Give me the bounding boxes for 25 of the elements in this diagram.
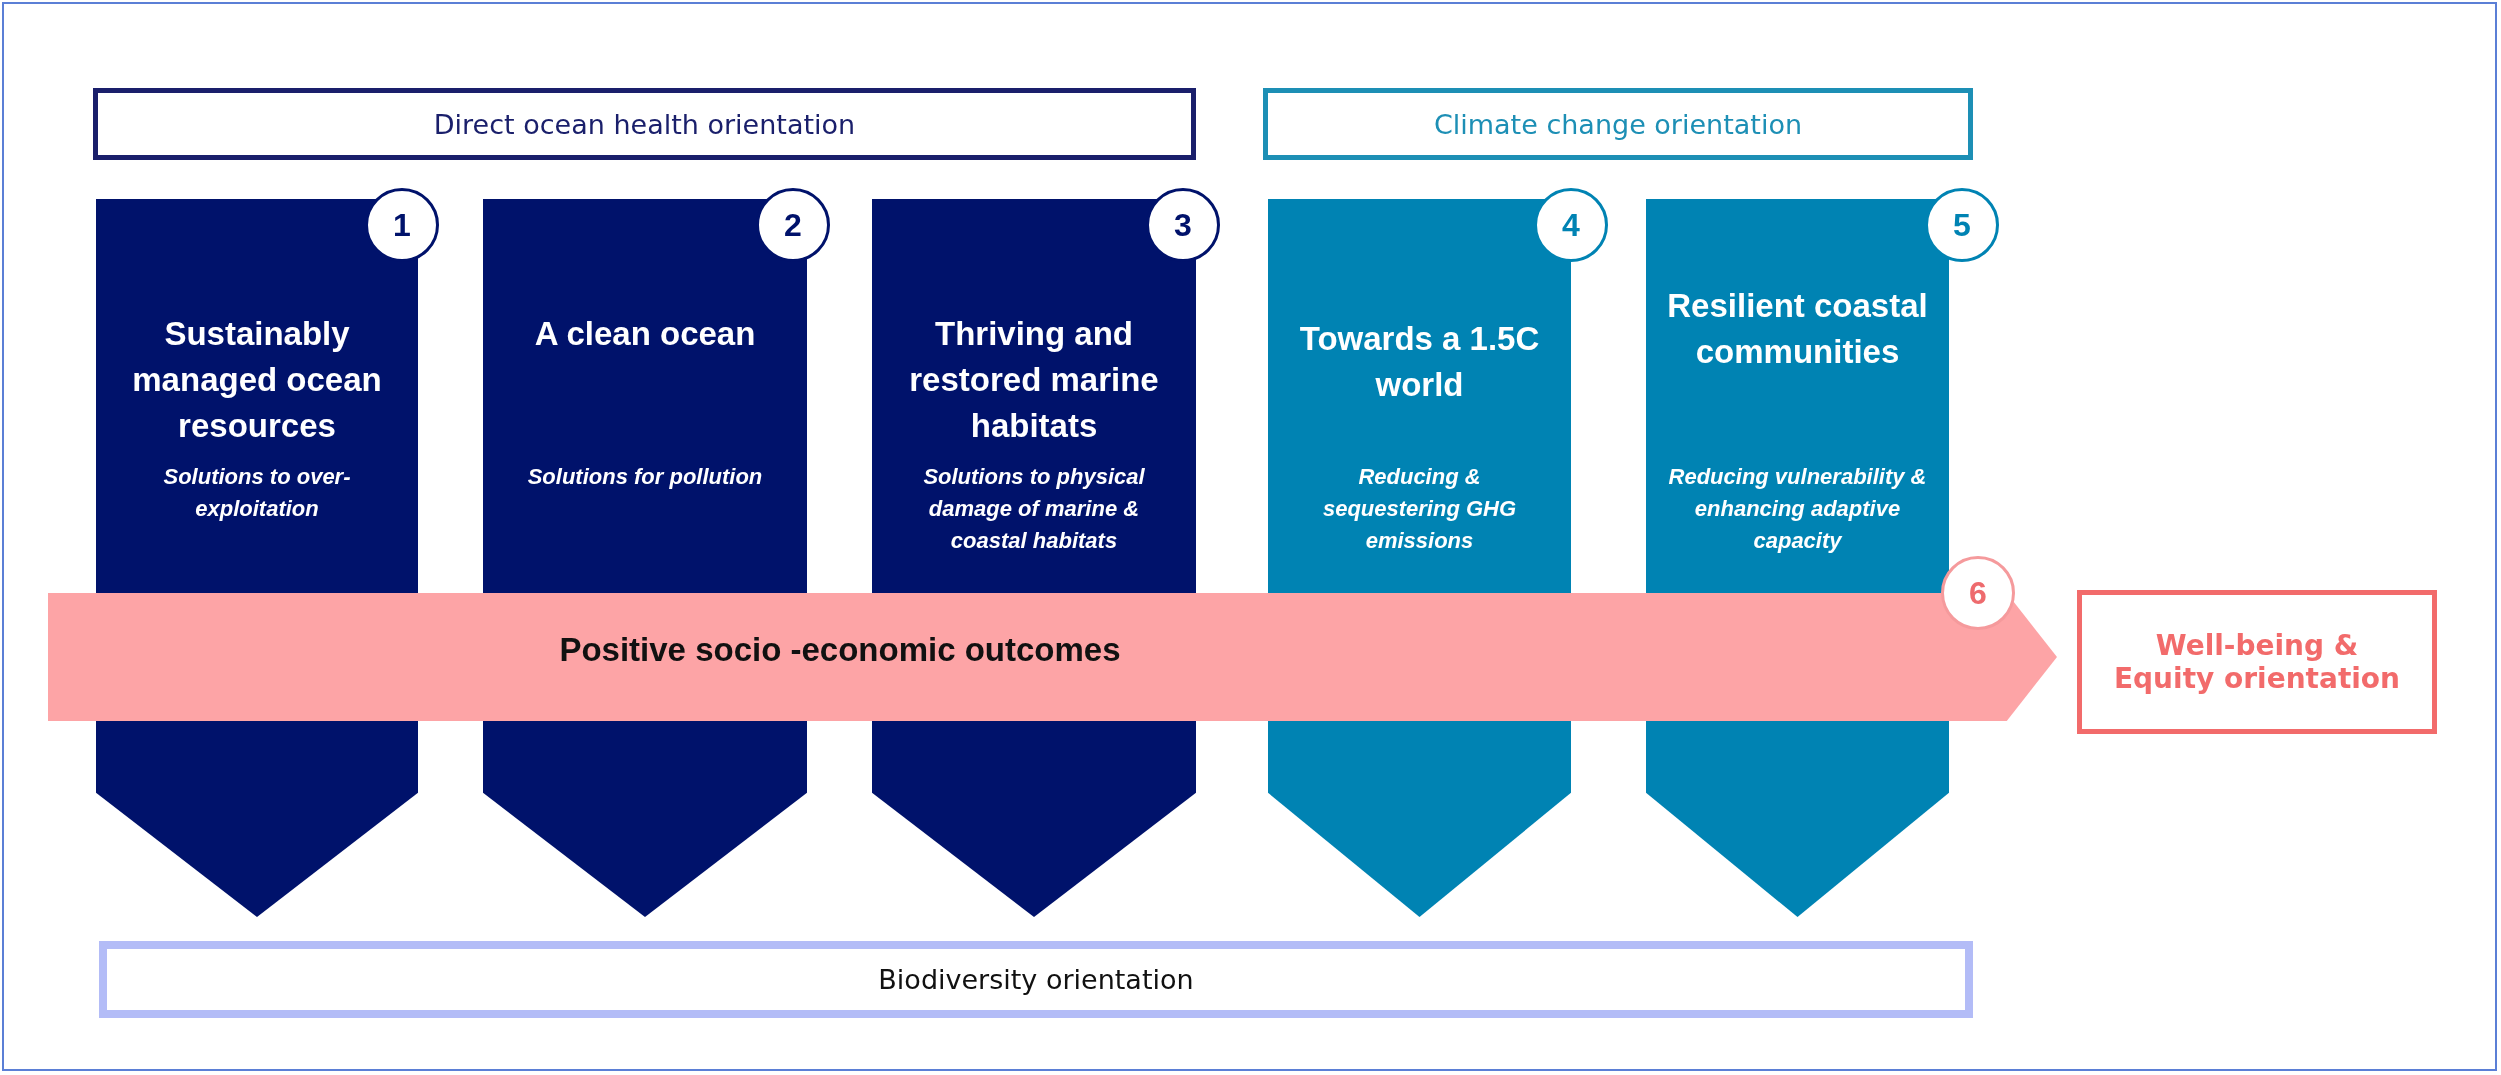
panel-subtitle: Reducing & sequestering GHG emissions xyxy=(1321,463,1518,555)
step-number: 5 xyxy=(1953,206,1971,244)
arrow-label: Positive socio -economic outcomes xyxy=(558,631,1122,669)
panel-heading: Resilient coastal communities xyxy=(1666,286,1929,372)
orientation-label: Well-being & Equity orientation xyxy=(2112,629,2402,695)
orientation-box xyxy=(99,941,1973,1018)
orientation-box xyxy=(1263,88,1973,160)
orientation-label: Climate change orientation xyxy=(1433,108,1803,140)
orientation-box xyxy=(93,88,1196,160)
orientation-label: Biodiversity orientation xyxy=(878,964,1194,995)
panel-subtitle: Reducing vulnerability & enhancing adaptive capacity xyxy=(1668,463,1927,555)
orientation-box xyxy=(2077,590,2437,734)
panel-subtitle: Solutions for pollution xyxy=(526,463,764,491)
step-number: 1 xyxy=(393,206,411,244)
panel-heading: Sustainably managed ocean resources xyxy=(131,314,383,446)
panel-heading: Towards a 1.5C world xyxy=(1298,319,1541,405)
panel-subtitle: Solutions to over-exploitation xyxy=(162,463,352,523)
orientation-label: Direct ocean health orientation xyxy=(433,108,856,140)
step-number: 3 xyxy=(1174,206,1192,244)
step-number: 2 xyxy=(784,206,802,244)
step-number: 6 xyxy=(1969,574,1987,612)
step-number: 4 xyxy=(1562,206,1580,244)
panel-heading: A clean ocean xyxy=(533,314,757,354)
panel-heading: Thriving and restored marine habitats xyxy=(908,314,1160,446)
panel-subtitle: Solutions to physical damage of marine & coastal habitats xyxy=(922,463,1146,555)
